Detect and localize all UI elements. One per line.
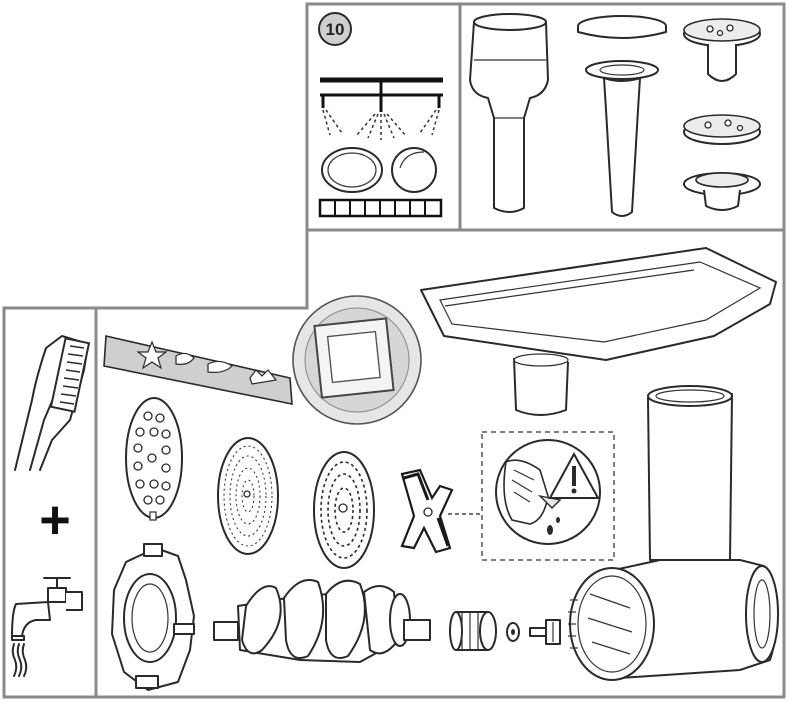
kebbe-small-parts: [683, 18, 761, 211]
cleaning-brush-icon: [14, 335, 91, 471]
multi-tool-wrench: [103, 335, 293, 405]
feed-screw-part: [213, 579, 431, 663]
grinder-body-part: [568, 385, 779, 681]
medium-plate-part: [313, 451, 375, 569]
fine-plate-part: [217, 437, 279, 555]
dishwasher-spray-icon: [318, 77, 443, 218]
bushing-part: [449, 611, 497, 651]
step-badge-circle: [318, 12, 352, 46]
coarse-plate-part: [125, 397, 183, 521]
food-tray-part: [420, 247, 777, 416]
kebbe-cone-part: [469, 13, 549, 213]
screw-part: [529, 619, 561, 645]
cross-blade-part: [400, 468, 454, 554]
sharp-blade-warning-icon: [481, 431, 615, 561]
flat-disc-part: [577, 15, 667, 39]
step-badge: 10: [318, 12, 352, 46]
step-number: 10: [326, 20, 345, 39]
clear-cover-part: [292, 295, 422, 425]
sausage-attachments: [469, 13, 761, 217]
water-tap-icon: [11, 577, 83, 677]
ring-nut-part: [111, 543, 195, 691]
sausage-funnel-part: [585, 60, 659, 217]
plus-symbol: +: [39, 490, 71, 550]
main-panel-frame: [2, 228, 786, 699]
washer-part: [506, 622, 520, 642]
